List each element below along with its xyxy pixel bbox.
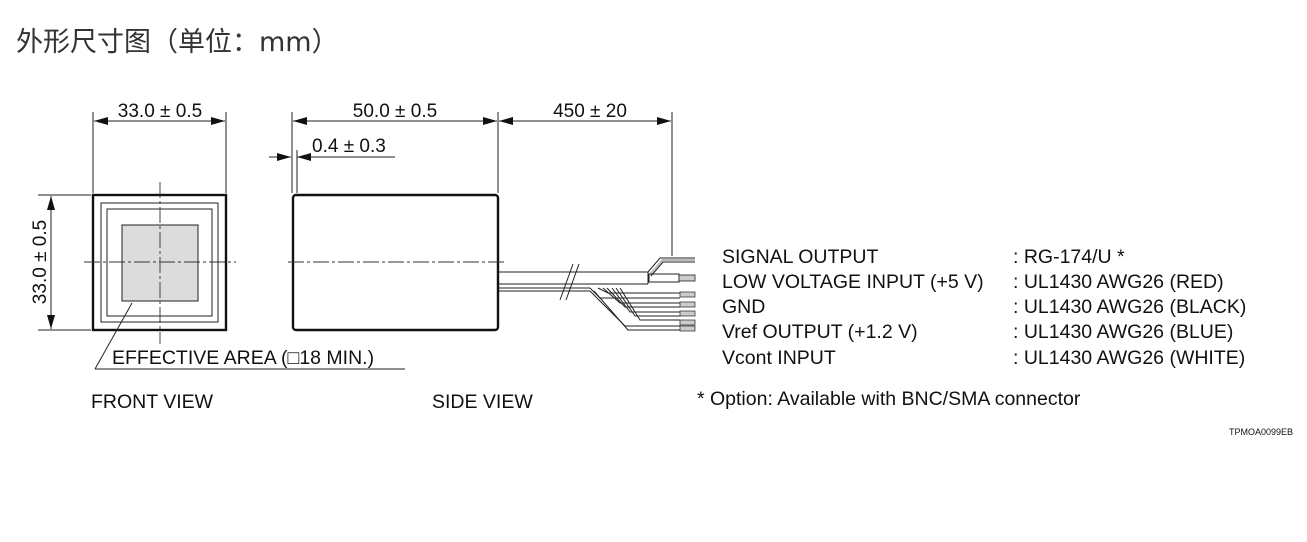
wire-name: LOW VOLTAGE INPUT (+5 V): [722, 271, 984, 293]
wire-name: Vcont INPUT: [722, 347, 836, 369]
wire-row: Vref OUTPUT (+1.2 V) : UL1430 AWG26 (BLU…: [722, 321, 1233, 343]
wire-spec: : UL1430 AWG26 (BLUE): [1013, 321, 1233, 343]
side-body: [291, 193, 500, 332]
front-height-label: 33.0 ± 0.5: [30, 220, 51, 304]
wire-spec: : UL1430 AWG26 (BLACK): [1013, 296, 1246, 318]
wire-name: SIGNAL OUTPUT: [722, 246, 878, 268]
effective-area-leader: [94, 302, 133, 370]
front-body: [91, 193, 228, 332]
side-view: 50.0 ± 0.5 450 ± 20 0.4 ± 0.3: [269, 101, 696, 413]
wire-spec: : UL1430 AWG26 (RED): [1013, 271, 1224, 293]
page-title: 外形尺寸图（单位：mm）: [16, 27, 339, 58]
option-note: * Option: Available with BNC/SMA connect…: [697, 388, 1081, 410]
front-width-label: 33.0 ± 0.5: [118, 101, 202, 122]
cable-length-label: 450 ± 20: [553, 101, 627, 122]
wire-name: Vref OUTPUT (+1.2 V): [722, 321, 918, 343]
front-view: 33.0 ± 0.5 33.0 ± 0.5 EFFECTIVE AREA (□1…: [30, 101, 405, 413]
wire-legend: SIGNAL OUTPUT : RG-174/U * LOW VOLTAGE I…: [697, 246, 1246, 410]
drawing-code: TPMOA0099EB: [1229, 427, 1293, 437]
cable: [499, 257, 696, 301]
side-view-label: SIDE VIEW: [432, 391, 533, 413]
wire-name: GND: [722, 296, 765, 318]
wire-fan: [589, 287, 696, 332]
wire-row: GND : UL1430 AWG26 (BLACK): [722, 296, 1246, 318]
wire-row: LOW VOLTAGE INPUT (+5 V) : UL1430 AWG26 …: [722, 271, 1224, 293]
wire-spec: : UL1430 AWG26 (WHITE): [1013, 347, 1245, 369]
wire-row: Vcont INPUT : UL1430 AWG26 (WHITE): [722, 347, 1245, 369]
wire-row: SIGNAL OUTPUT : RG-174/U *: [722, 246, 1125, 268]
window-offset-label: 0.4 ± 0.3: [312, 136, 386, 157]
effective-area-label: EFFECTIVE AREA (□18 MIN.): [112, 347, 374, 369]
wire-spec: : RG-174/U *: [1013, 246, 1125, 268]
front-view-label: FRONT VIEW: [91, 391, 214, 413]
side-length-label: 50.0 ± 0.5: [353, 101, 437, 122]
